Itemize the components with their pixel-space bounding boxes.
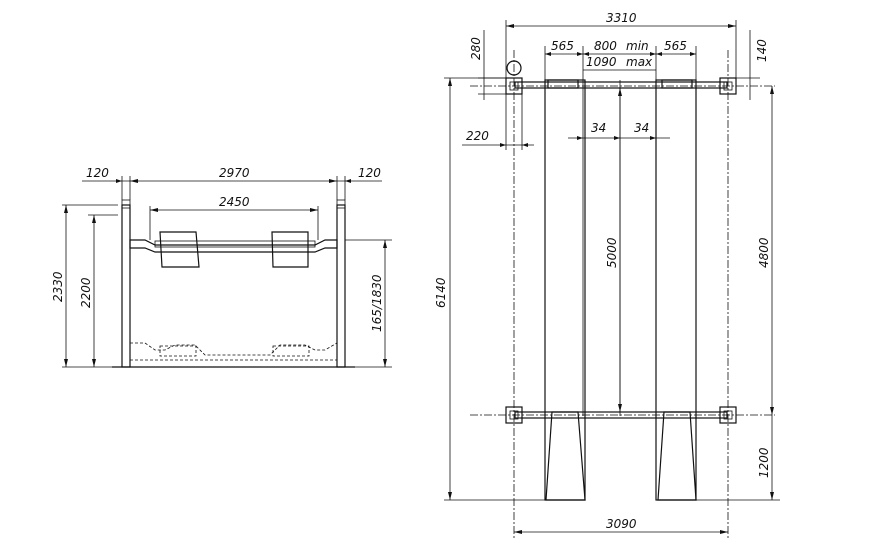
dim-800: 800 xyxy=(594,39,617,53)
raised-chock-right xyxy=(271,231,309,268)
runway-left xyxy=(544,79,586,501)
dim-1200: 1200 xyxy=(757,447,771,478)
dim-34-right: 34 xyxy=(634,121,649,135)
dim-220: 220 xyxy=(466,129,489,143)
dim-2200: 2200 xyxy=(79,277,93,308)
dim-34-left: 34 xyxy=(591,121,606,135)
dim-565-right: 565 xyxy=(664,39,687,53)
dim-140: 140 xyxy=(755,39,769,62)
dim-2450: 2450 xyxy=(219,195,250,209)
ramp-right xyxy=(657,411,697,501)
dim-800-min: min xyxy=(626,39,649,53)
left-post-cap xyxy=(121,199,131,209)
top-view: 3310 565 800 min 565 1090 max 280 140 xyxy=(434,11,780,540)
dim-165-1830: 165/1830 xyxy=(370,274,384,332)
dim-2970: 2970 xyxy=(219,166,250,180)
lowered-chock-left xyxy=(159,345,197,357)
dim-1090: 1090 xyxy=(586,55,617,69)
dim-280: 280 xyxy=(469,37,483,60)
dim-2330: 2330 xyxy=(51,271,65,302)
top-crossbeam xyxy=(514,81,728,89)
dim-565-left: 565 xyxy=(551,39,574,53)
raised-chock-left xyxy=(159,231,200,268)
dim-3090: 3090 xyxy=(606,517,637,531)
dim-6140: 6140 xyxy=(434,277,448,308)
dim-5000: 5000 xyxy=(605,237,619,268)
right-post xyxy=(336,204,346,368)
lowered-chock-right xyxy=(272,345,310,357)
dim-1090-max: max xyxy=(626,55,653,69)
raised-runway-bar xyxy=(154,240,316,248)
side-view: 120 2970 120 2450 2330 2200 165/1830 xyxy=(51,166,392,368)
dim-120-left: 120 xyxy=(86,166,109,180)
lowered-runway-outline xyxy=(130,342,338,356)
dim-120-right: 120 xyxy=(358,166,381,180)
right-post-cap xyxy=(336,199,346,209)
dim-4800: 4800 xyxy=(757,237,771,268)
left-post xyxy=(121,204,131,368)
ramp-left xyxy=(545,411,586,501)
dim-3310: 3310 xyxy=(606,11,637,25)
